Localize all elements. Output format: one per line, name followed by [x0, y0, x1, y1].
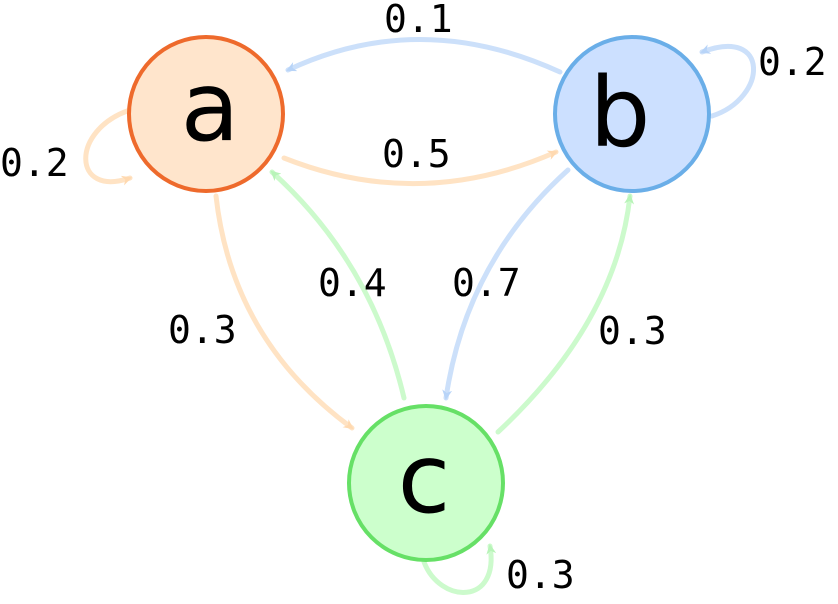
node-c: c [347, 404, 505, 562]
edge-b-to-b [699, 43, 756, 119]
node-a-circle [127, 35, 285, 193]
edge-label-a-to-a: 0.2 [0, 141, 69, 185]
edge-c-to-c [421, 543, 497, 595]
edges [83, 37, 756, 595]
edge-a-to-c [213, 193, 355, 431]
edge-b-to-c [442, 167, 571, 401]
node-a: a [127, 35, 285, 193]
node-b: b [553, 35, 711, 193]
edge-b-to-a [285, 37, 563, 75]
edge-label-b-to-c: 0.7 [452, 261, 521, 305]
node-c-label: c [398, 423, 451, 535]
node-a-label: a [181, 51, 240, 163]
edge-label-b-to-a: 0.1 [384, 0, 453, 41]
edge-c-to-b [495, 193, 635, 435]
edge-label-a-to-c: 0.3 [168, 308, 237, 352]
edge-label-a-to-b: 0.5 [382, 132, 451, 176]
edge-c-to-a [269, 169, 407, 401]
node-b-circle [553, 35, 711, 193]
node-b-label: b [590, 57, 651, 169]
edge-label-c-to-a: 0.4 [318, 261, 387, 305]
edge-label-b-to-b: 0.2 [758, 40, 827, 84]
edge-label-c-to-c: 0.3 [506, 553, 575, 597]
node-c-circle [347, 404, 505, 562]
edge-labels: 0.1 0.5 0.2 0.2 0.3 0.4 0.7 0.3 0.3 [0, 0, 827, 597]
edge-a-to-a [83, 107, 133, 186]
edge-a-to-b [281, 149, 559, 187]
edge-label-c-to-b: 0.3 [598, 309, 667, 353]
